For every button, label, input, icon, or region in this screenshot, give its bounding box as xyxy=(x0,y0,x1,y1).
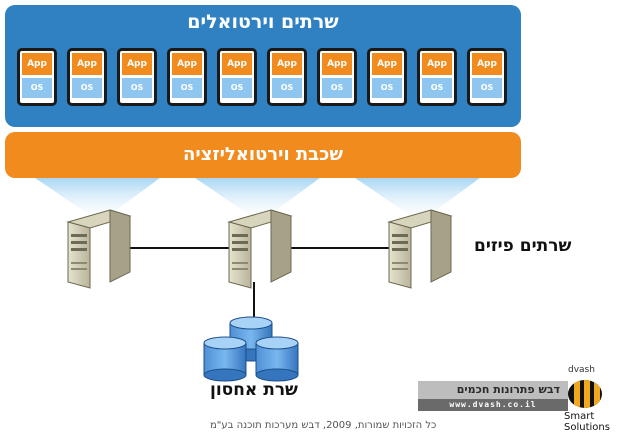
virtual-servers-title: שרתים וירטואלים xyxy=(187,11,339,33)
vm-app-block: App xyxy=(272,53,302,75)
vm-os-block: OS xyxy=(222,78,252,98)
vm-app-block: App xyxy=(372,53,402,75)
storage-cylinder-left xyxy=(203,336,247,382)
vm-app-block: App xyxy=(172,53,202,75)
logo-word: dvash xyxy=(568,365,595,375)
vm-app-block: App xyxy=(422,53,452,75)
vm-app-block: App xyxy=(22,53,52,75)
vm-os-block: OS xyxy=(272,78,302,98)
vm-os-block: OS xyxy=(422,78,452,98)
physical-server-right xyxy=(387,209,453,289)
physical-server-left xyxy=(66,209,132,289)
vm-os-block: OS xyxy=(322,78,352,98)
physical-servers-label: שרתים פיזים xyxy=(474,236,572,256)
logo-tagline: Smart Solutions xyxy=(564,411,610,433)
logo-banner-text: דבש פתרונות חכמים xyxy=(456,383,560,396)
virtualization-layer-title: שכבת וירטואליזציה xyxy=(182,144,344,165)
virtualization-layer: שכבת וירטואליזציה xyxy=(5,132,521,178)
beam-right xyxy=(355,178,480,222)
vm-app-block: App xyxy=(322,53,352,75)
storage-server-label: שרת אחסון xyxy=(210,380,298,400)
logo-stripe xyxy=(584,380,590,408)
logo-stripe xyxy=(594,380,600,408)
vm-os-block: OS xyxy=(22,78,52,98)
beam-left xyxy=(35,178,160,222)
vm-app-block: App xyxy=(472,53,502,75)
logo-stripe xyxy=(574,380,580,408)
beam-middle xyxy=(195,178,320,222)
logo-banner: דבש פתרונות חכמים www.dvash.co.il xyxy=(418,381,568,411)
logo-url: www.dvash.co.il xyxy=(418,399,568,411)
vm-os-block: OS xyxy=(172,78,202,98)
vm-os-block: OS xyxy=(72,78,102,98)
vm-os-block: OS xyxy=(472,78,502,98)
physical-server-middle xyxy=(227,209,293,289)
vm-app-block: App xyxy=(72,53,102,75)
vm-os-block: OS xyxy=(122,78,152,98)
copyright-text: כל הזכויות שמורות, 2009, דבש מערכות תוכנ… xyxy=(210,420,437,431)
vm-app-block: App xyxy=(122,53,152,75)
bee-logo-icon xyxy=(568,380,602,408)
vm-os-block: OS xyxy=(372,78,402,98)
storage-cylinder-right xyxy=(255,336,299,382)
vm-app-block: App xyxy=(222,53,252,75)
